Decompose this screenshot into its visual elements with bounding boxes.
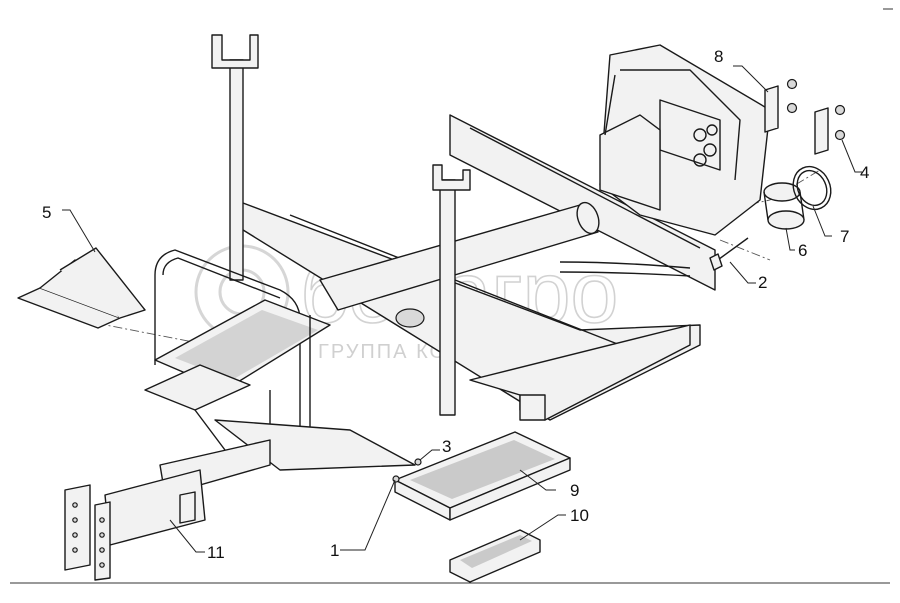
callout-7: 7 <box>840 227 849 246</box>
callout-6: 6 <box>798 241 807 260</box>
cross-tube <box>319 201 691 328</box>
callout-1: 1 <box>330 541 339 560</box>
vertical-posts <box>211 34 471 416</box>
bushing <box>763 182 805 230</box>
callout-10: 10 <box>570 506 589 525</box>
callout-5: 5 <box>42 203 51 222</box>
bolt <box>709 237 749 271</box>
leader-lines <box>62 65 862 553</box>
wheel-chocks <box>17 247 146 329</box>
step-grating-9 <box>394 431 571 521</box>
callout-4: 4 <box>860 163 869 182</box>
callout-11: 11 <box>207 543 225 562</box>
small-fastener <box>392 458 422 483</box>
callouts: 5 8 4 7 6 2 3 9 10 1 11 <box>42 47 869 562</box>
callout-8: 8 <box>714 47 723 66</box>
callout-3: 3 <box>442 437 451 456</box>
callout-9: 9 <box>570 481 579 500</box>
mounting-plates <box>764 78 846 155</box>
hitch-bracket <box>599 44 771 236</box>
callout-2: 2 <box>758 273 767 292</box>
clamp-ring <box>792 165 832 211</box>
step-grating-10 <box>449 529 541 583</box>
drawbar <box>64 439 271 581</box>
